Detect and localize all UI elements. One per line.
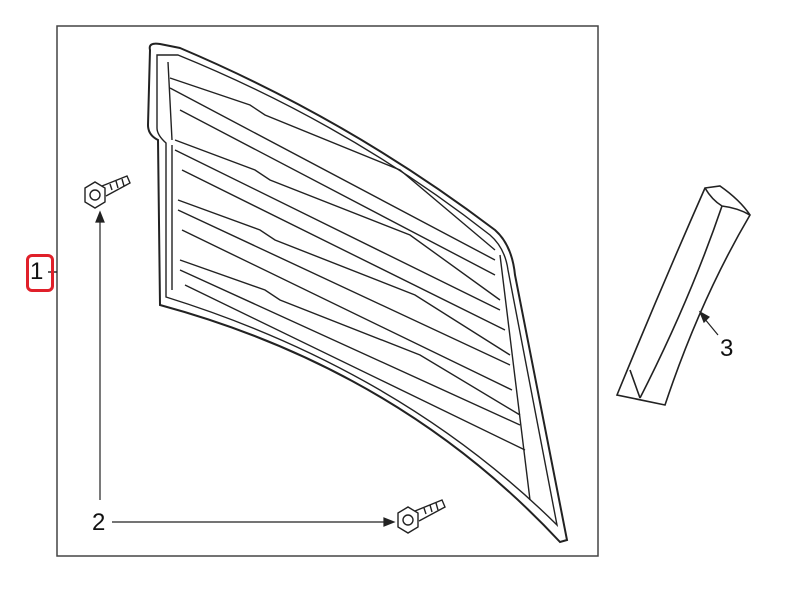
callout-2-label[interactable]: 2 [92,509,106,536]
grille-panel [146,42,569,544]
callout-1-highlight [26,254,54,292]
trim-molding [615,185,751,406]
callout-3-label[interactable]: 3 [720,335,734,362]
bolt-lower [397,499,446,534]
grille-slats [169,77,526,451]
callout-3-leader [698,310,719,336]
bolt-upper [84,175,131,209]
diagram-frame [56,25,599,557]
callout-2-leaders [95,210,396,527]
callout-1-label[interactable]: 1 [30,258,44,285]
